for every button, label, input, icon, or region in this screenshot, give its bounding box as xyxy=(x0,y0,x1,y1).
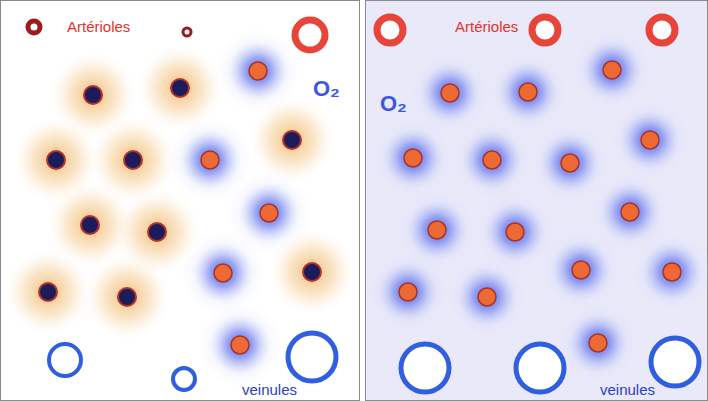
oxygenated-nucleus xyxy=(478,288,496,306)
hypoxic-halo xyxy=(6,250,90,334)
venules-label: veinules xyxy=(600,382,655,397)
hypoxic-nucleus xyxy=(118,288,136,306)
panel-oxygenated xyxy=(366,1,708,401)
vessels xyxy=(28,17,699,392)
arterioles-label: Artérioles xyxy=(455,19,518,34)
oxygen-zone xyxy=(620,110,680,170)
venules-label: veinules xyxy=(242,382,297,397)
arteriole-ring xyxy=(295,20,325,50)
venule-ring xyxy=(401,344,449,392)
oxygen-halo xyxy=(198,303,282,387)
oxygenated-nucleus xyxy=(621,203,639,221)
oxygenated-nucleus xyxy=(483,151,501,169)
hypoxic-halo xyxy=(85,255,169,339)
oxygenated-nucleus xyxy=(231,336,249,354)
hypoxic-nucleus xyxy=(81,216,99,234)
oxygen-zone xyxy=(383,128,443,188)
oxygen-zone xyxy=(239,183,299,243)
oxygenated-nucleus xyxy=(589,334,607,352)
hypoxic-nucleus xyxy=(283,131,301,149)
oxygen-halo xyxy=(630,230,708,314)
oxygenated-nucleus xyxy=(641,131,659,149)
panel-hypoxic xyxy=(1,1,360,401)
hypoxic-nucleus xyxy=(303,263,321,281)
oxygenated-nucleus xyxy=(214,264,232,282)
oxygen-zone xyxy=(582,40,642,100)
venule-ring xyxy=(49,344,81,376)
venule-ring xyxy=(651,338,699,386)
oxygen-zone xyxy=(462,130,522,190)
arteriole-ring xyxy=(183,28,191,36)
oxygen-zone xyxy=(498,62,558,122)
oxygenated-nucleus xyxy=(404,149,422,167)
oxygen-zone xyxy=(642,242,702,302)
oxygen-zone xyxy=(193,243,253,303)
hypoxic-nucleus xyxy=(84,86,102,104)
oxygen-zone xyxy=(485,202,545,262)
oxygen-halo xyxy=(450,118,534,202)
oxygenated-nucleus xyxy=(506,223,524,241)
oxygen-halo xyxy=(539,228,623,312)
oxygen-zone xyxy=(228,41,288,101)
hypoxic-nucleus xyxy=(171,79,189,97)
arteriole-ring xyxy=(28,21,40,33)
oxygenated-nucleus xyxy=(428,221,446,239)
oxygen-label: O₂ xyxy=(380,93,407,115)
arterioles-label: Artérioles xyxy=(67,19,130,34)
oxygen-zone xyxy=(378,262,438,322)
oxygen-zone xyxy=(540,133,600,193)
hypoxic-halo xyxy=(138,46,222,130)
oxygenated-nucleus xyxy=(201,151,219,169)
oxygenated-nucleus xyxy=(441,84,459,102)
oxygen-zone xyxy=(420,63,480,123)
oxygenated-nucleus xyxy=(249,62,267,80)
hypoxic-halo xyxy=(250,98,334,182)
oxygenated-nucleus xyxy=(572,261,590,279)
hypoxic-nucleus xyxy=(124,151,142,169)
arteriole-ring xyxy=(532,17,558,43)
oxygen-zone xyxy=(600,182,660,242)
oxygenated-nucleus xyxy=(561,154,579,172)
oxygen-zone xyxy=(551,240,611,300)
oxygen-zone xyxy=(180,130,240,190)
hypoxic-halo xyxy=(270,230,354,314)
cells xyxy=(6,28,708,387)
oxygen-halo xyxy=(556,301,640,385)
oxygen-zone xyxy=(457,267,517,327)
arteriole-ring xyxy=(649,17,675,43)
hypoxic-nucleus xyxy=(148,223,166,241)
oxygenated-nucleus xyxy=(260,204,278,222)
hypoxic-nucleus xyxy=(47,151,65,169)
venule-ring xyxy=(173,368,195,390)
oxygenated-nucleus xyxy=(663,263,681,281)
oxygenated-nucleus xyxy=(399,283,417,301)
oxygen-halo xyxy=(181,231,265,315)
oxygen-label: O₂ xyxy=(313,78,340,100)
oxygen-zone xyxy=(568,313,628,373)
oxygen-halo xyxy=(366,250,450,334)
venule-ring xyxy=(288,333,336,381)
arteriole-ring xyxy=(377,17,403,43)
hypoxic-nucleus xyxy=(39,283,57,301)
venule-ring xyxy=(516,344,564,392)
oxygen-zone xyxy=(210,315,270,375)
oxygen-halo xyxy=(371,116,455,200)
oxygenated-nucleus xyxy=(519,83,537,101)
oxygen-halo xyxy=(445,255,529,339)
oxygenated-nucleus xyxy=(603,61,621,79)
oxygen-halo xyxy=(608,98,692,182)
